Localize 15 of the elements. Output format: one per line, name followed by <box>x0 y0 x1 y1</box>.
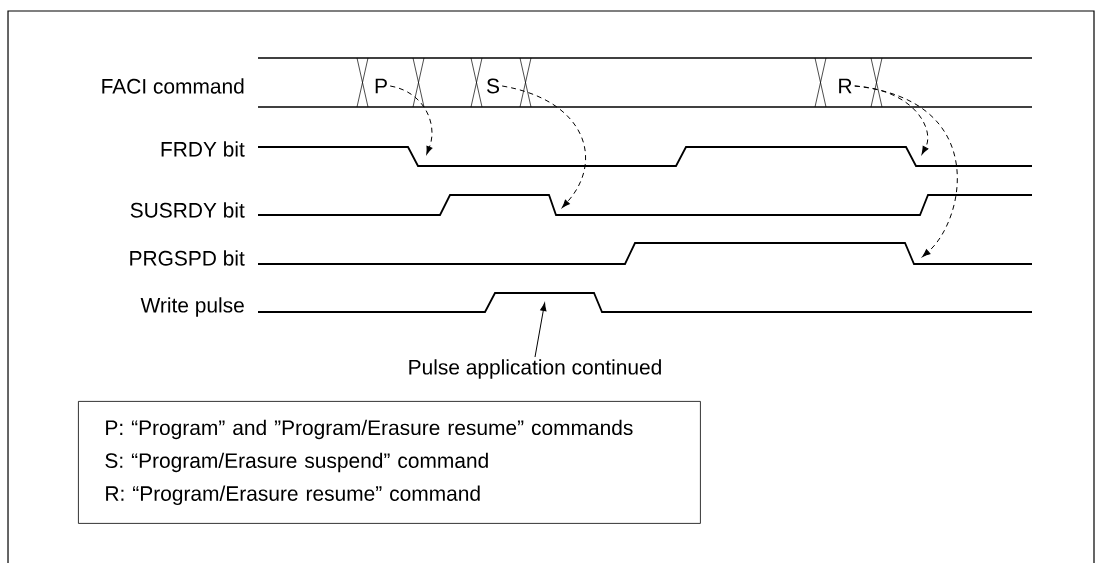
command-letter: R <box>835 76 855 96</box>
dashed-arrow <box>854 85 958 258</box>
arrow <box>534 302 547 358</box>
annotation-text: Pulse application continued <box>405 357 665 381</box>
command-letter: S <box>484 76 502 96</box>
signal-name: SUSRDY bit <box>130 202 245 218</box>
signal-name: FACI command <box>102 78 244 94</box>
command-letter: P <box>372 76 390 96</box>
signal-name: FRDY bit <box>161 141 245 157</box>
signal-name: Write pulse <box>140 297 244 317</box>
legend-box: P: “Program” and ”Program/Erasure resume” commands S: “Program/Erasure suspend” command R: “Program/Erasure resume” command <box>78 401 701 524</box>
signal-name: PRGSPD bit <box>130 250 245 266</box>
dashed-arrow <box>389 85 433 155</box>
dashed-arrow <box>501 85 587 208</box>
dashed-arrow <box>854 85 929 155</box>
